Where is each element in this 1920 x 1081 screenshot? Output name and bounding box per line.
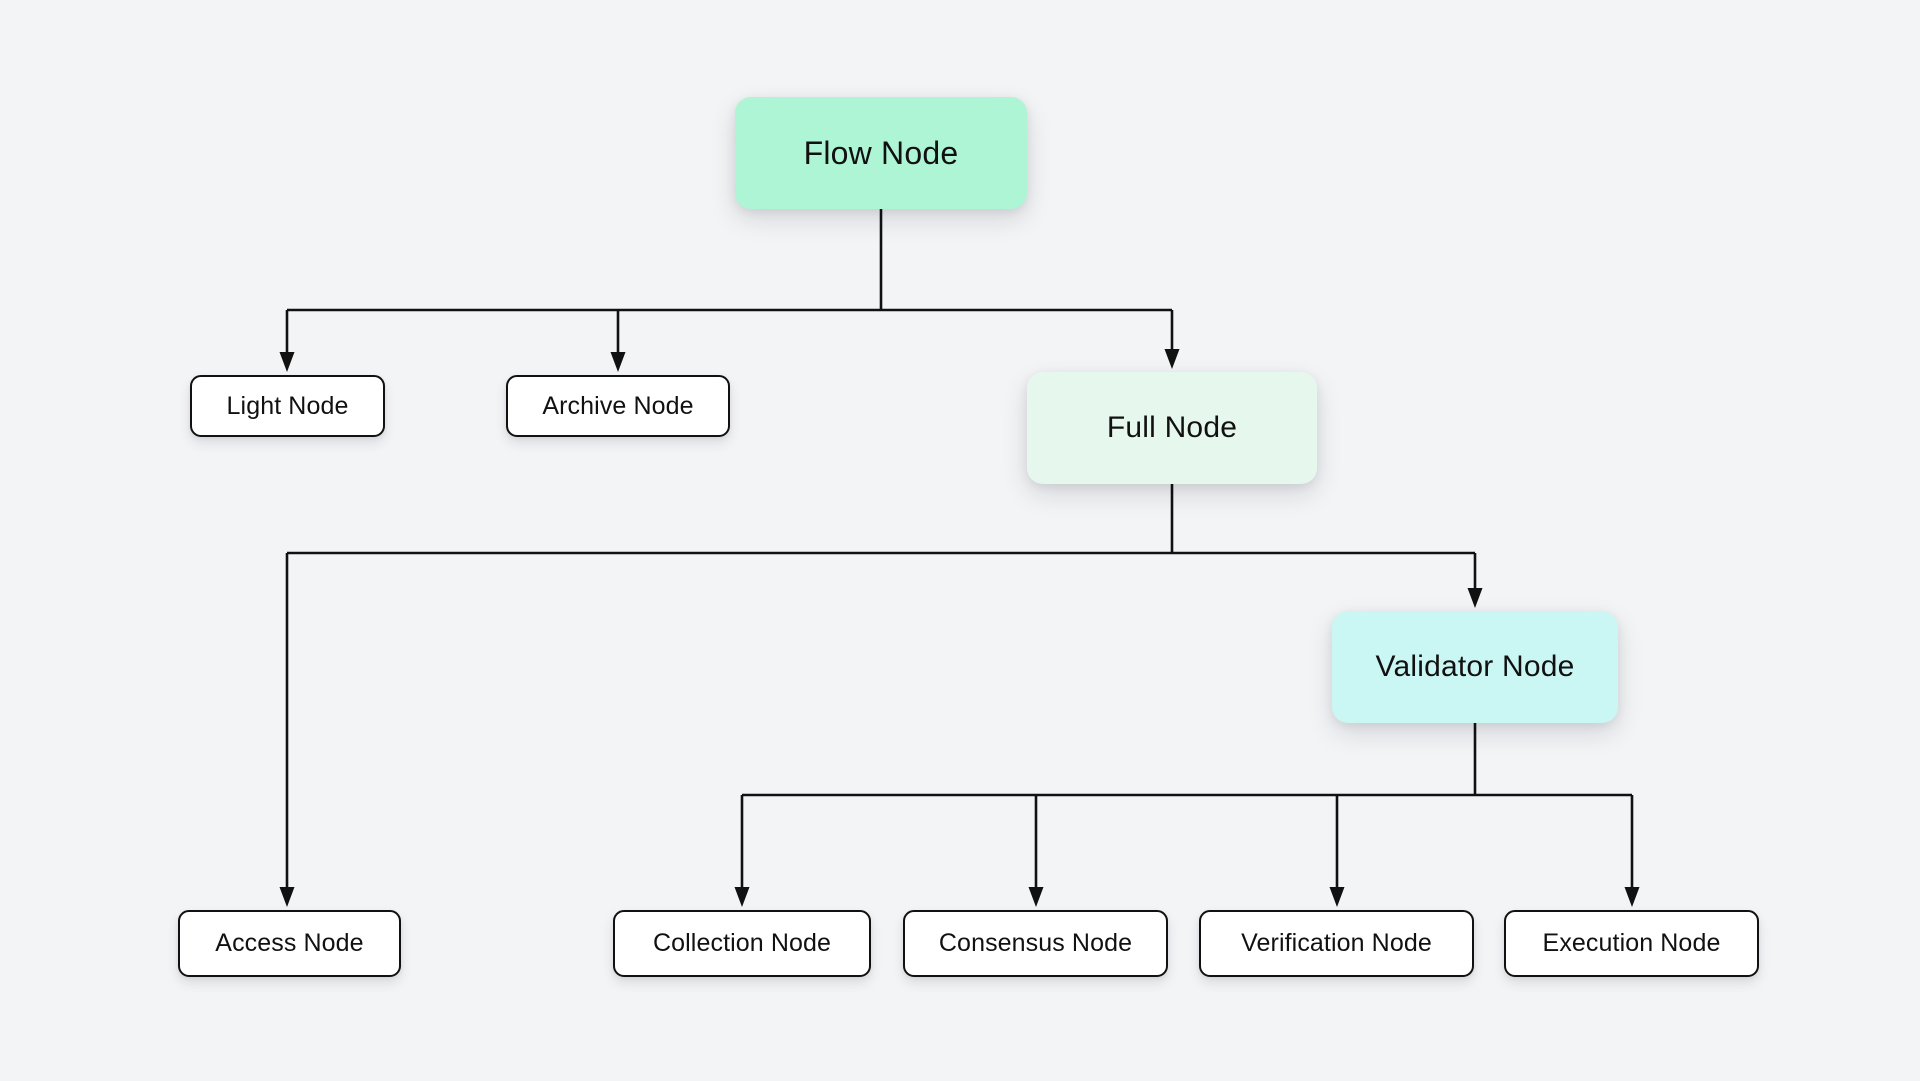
node-execution-node-label: Execution Node xyxy=(1542,929,1721,958)
arrowhead-collection xyxy=(734,887,750,907)
node-verification-node[interactable]: Verification Node xyxy=(1199,910,1474,977)
node-execution-node[interactable]: Execution Node xyxy=(1504,910,1759,977)
node-access-node-label: Access Node xyxy=(215,929,364,958)
node-verification-node-label: Verification Node xyxy=(1241,929,1432,958)
arrowhead-consensus xyxy=(1028,887,1044,907)
node-full-node[interactable]: Full Node xyxy=(1027,372,1317,484)
node-archive-node-label: Archive Node xyxy=(542,391,694,420)
node-validator-node[interactable]: Validator Node xyxy=(1332,611,1618,723)
node-flow-node-label: Flow Node xyxy=(803,134,959,171)
arrowhead-validator xyxy=(1467,588,1483,608)
arrowhead-archive xyxy=(610,352,626,372)
node-collection-node[interactable]: Collection Node xyxy=(613,910,871,977)
arrowhead-light xyxy=(279,352,295,372)
node-access-node[interactable]: Access Node xyxy=(178,910,401,977)
node-flow-node[interactable]: Flow Node xyxy=(735,97,1027,209)
node-archive-node[interactable]: Archive Node xyxy=(506,375,730,437)
node-consensus-node[interactable]: Consensus Node xyxy=(903,910,1168,977)
arrowhead-execution xyxy=(1624,887,1640,907)
node-validator-node-label: Validator Node xyxy=(1375,649,1575,683)
node-collection-node-label: Collection Node xyxy=(653,929,831,958)
node-full-node-label: Full Node xyxy=(1106,410,1238,444)
node-light-node-label: Light Node xyxy=(226,391,349,420)
node-light-node[interactable]: Light Node xyxy=(190,375,385,437)
arrowhead-full xyxy=(1164,349,1180,369)
node-consensus-node-label: Consensus Node xyxy=(938,929,1133,958)
arrowhead-access xyxy=(279,887,295,907)
arrowhead-verification xyxy=(1329,887,1345,907)
